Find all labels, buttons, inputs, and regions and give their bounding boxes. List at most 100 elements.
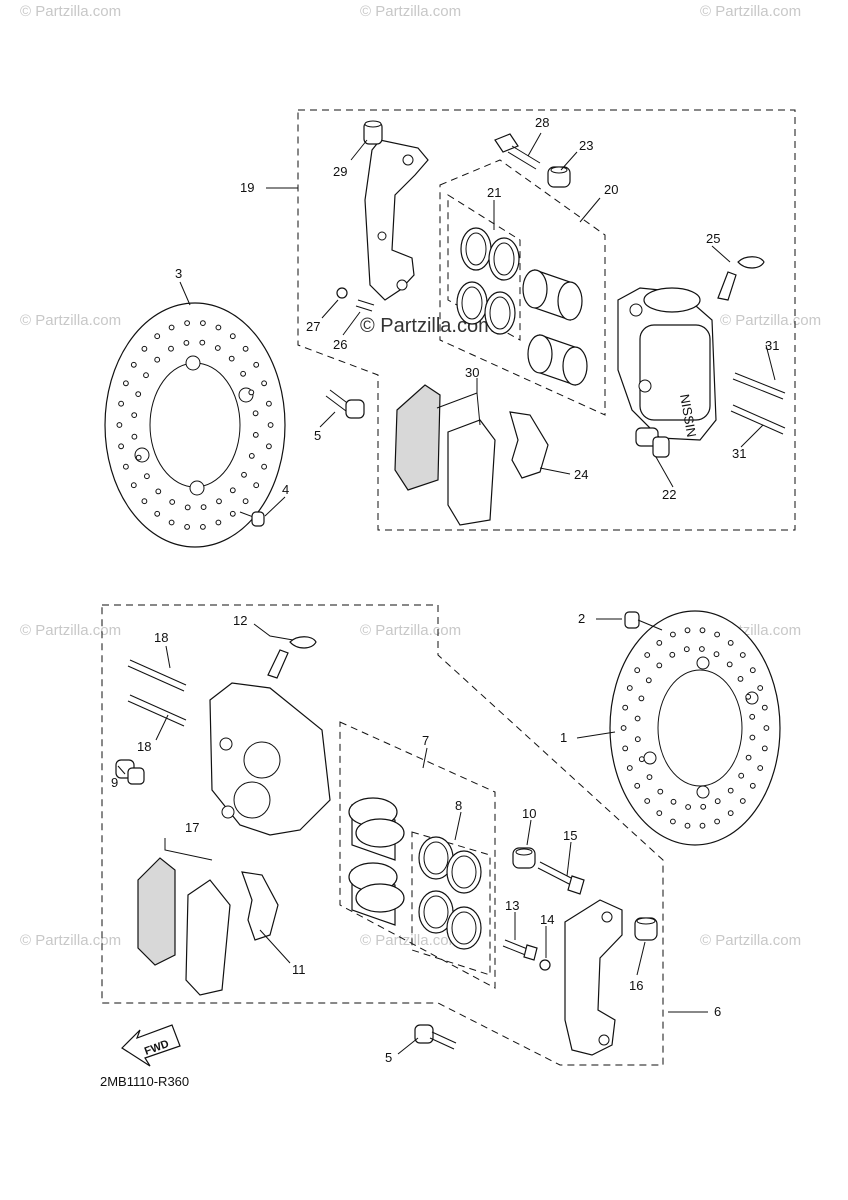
label-5-bottom: 5	[385, 1050, 392, 1065]
disc-vent-hole	[240, 370, 247, 377]
watermark-top-left: © Partzilla.com	[20, 3, 121, 20]
disc-vent-hole	[116, 422, 123, 428]
pistons-20	[522, 269, 588, 386]
pad-spring-24	[509, 411, 549, 479]
disc-vent-hole	[622, 704, 629, 711]
disc-vent-hole	[739, 652, 746, 658]
label-30: 30	[465, 365, 479, 380]
bolt-13	[502, 939, 538, 961]
disc-vent-hole	[118, 443, 124, 450]
label-10: 10	[522, 806, 536, 821]
watermark-mid-right: © Partzilla.com	[720, 312, 821, 329]
watermark-low-left: © Partzilla.com	[20, 622, 121, 639]
disc-vent-hole	[684, 822, 691, 829]
label-6: 6	[714, 1004, 721, 1019]
label-13: 13	[505, 898, 519, 913]
disc-vent-hole	[634, 736, 641, 743]
disc-vent-hole	[737, 676, 744, 682]
disc-vent-hole	[242, 498, 249, 505]
disc-vent-hole	[123, 463, 129, 470]
disc-vent-hole	[214, 345, 221, 351]
label-31-upper: 31	[765, 338, 779, 353]
label-16: 16	[629, 978, 643, 993]
front-piston-group-outline	[339, 721, 496, 989]
washer-27	[336, 287, 348, 299]
disc-vent-hole	[646, 774, 653, 780]
bolt-26	[355, 299, 375, 312]
bleeder-25	[717, 256, 765, 301]
disc-vent-hole	[749, 713, 756, 720]
disc-vent-hole	[763, 725, 770, 731]
disc-vent-hole	[154, 510, 161, 517]
sleeve-29	[363, 120, 383, 145]
watermark-top-right: © Partzilla.com	[700, 3, 801, 20]
disc-vent-hole	[141, 498, 148, 505]
label-3: 3	[175, 266, 182, 281]
label-24: 24	[574, 467, 588, 482]
leader-lines-top	[179, 132, 776, 517]
disc-vent-hole	[626, 685, 633, 691]
part-labels: 19 3 29 28 23 20 21 25 27 26 31 30 5 31 …	[111, 115, 779, 1065]
disc-vent-hole	[267, 422, 274, 428]
disc-vent-hole	[699, 822, 706, 829]
label-15: 15	[563, 828, 577, 843]
disc-vent-hole	[229, 510, 236, 517]
disc-vent-hole	[168, 324, 175, 331]
disc-vent-hole	[634, 782, 641, 789]
disc-vent-hole	[228, 355, 235, 362]
disc-vent-hole	[130, 361, 137, 368]
disc-vent-hole	[749, 782, 756, 789]
disc-vent-hole	[253, 482, 260, 489]
disc-vent-hole	[714, 798, 721, 805]
disc-vent-hole	[727, 640, 734, 646]
disc-vent-hole	[738, 772, 745, 779]
disc-vent-hole	[644, 798, 651, 804]
label-17: 17	[185, 820, 199, 835]
disc-vent-hole	[669, 651, 676, 658]
watermark-bottom-right: © Partzilla.com	[700, 932, 801, 949]
disc-vent-hole	[745, 754, 752, 761]
bolt-5-bottom	[414, 1024, 457, 1050]
front-seal-group-outline	[411, 831, 491, 976]
label-5-top: 5	[314, 428, 321, 443]
disc-vent-hole	[155, 488, 162, 495]
disc-vent-hole	[761, 745, 768, 752]
disc-vent-hole	[620, 725, 627, 731]
label-20: 20	[604, 182, 618, 197]
disc-vent-hole	[141, 345, 148, 352]
label-27: 27	[306, 319, 320, 334]
disc-vent-hole	[749, 734, 756, 741]
disc-vent-hole	[248, 453, 255, 459]
disc-vent-hole	[645, 677, 652, 684]
disc-vent-hole	[266, 400, 272, 407]
disc-vent-hole	[757, 685, 764, 691]
nut-10	[512, 847, 536, 869]
disc-vent-hole	[261, 380, 268, 387]
disc-vent-hole	[199, 339, 206, 346]
watermark-mid-left: © Partzilla.com	[20, 312, 121, 329]
label-11: 11	[292, 962, 306, 977]
label-12: 12	[233, 613, 247, 628]
disc-vent-hole	[727, 787, 734, 794]
bolt-9	[115, 759, 145, 785]
bleeder-12	[267, 636, 317, 679]
fwd-arrow-icon: FWD	[121, 1024, 181, 1067]
disc-vent-hole	[135, 454, 142, 461]
disc-vent-hole	[684, 627, 691, 634]
bolt-22	[635, 427, 670, 458]
brake-disc-1	[609, 610, 781, 846]
disc-vent-hole	[168, 519, 175, 526]
disc-vent-hole	[657, 788, 664, 795]
label-18-upper: 18	[154, 630, 168, 645]
piston-seals-21	[456, 227, 520, 335]
disc-vent-hole	[118, 400, 124, 407]
rear-caliper-group-outline	[297, 109, 796, 531]
disc-vent-hole	[626, 765, 633, 771]
bolt-5-top	[325, 389, 365, 419]
label-29: 29	[333, 164, 347, 179]
disc-vent-hole	[656, 662, 663, 669]
piston-seal-group-outline	[447, 194, 521, 341]
disc-vent-hole	[685, 804, 691, 810]
pad-spring-11	[241, 871, 279, 941]
label-28: 28	[535, 115, 549, 130]
